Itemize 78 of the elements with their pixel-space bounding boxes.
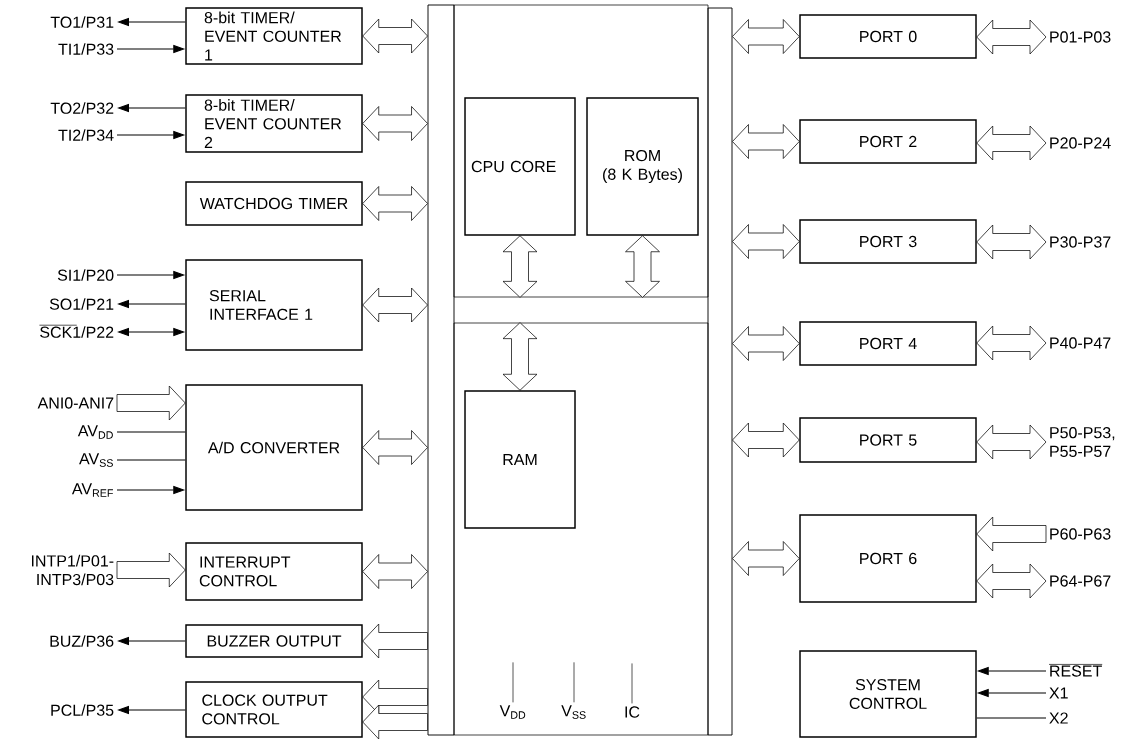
bus-arrow bbox=[362, 430, 428, 465]
pin-label: V$_{SS}$ bbox=[561, 705, 586, 719]
block-box: CPU CORE bbox=[464, 97, 576, 236]
block-box: RAM bbox=[464, 390, 576, 529]
pin-label: P40-P47 bbox=[1050, 337, 1111, 349]
pin-line bbox=[573, 662, 575, 703]
pin-label: V$_{DD}$ bbox=[499, 705, 526, 719]
bus-arrow bbox=[362, 554, 428, 589]
bus-arrow bbox=[976, 224, 1047, 260]
pin-label: P60-P63 bbox=[1050, 528, 1111, 540]
block-box: BUZZER OUTPUT bbox=[185, 624, 363, 658]
block-box: PORT 0 bbox=[799, 14, 977, 59]
pin-label: AV$_{DD}$ bbox=[77, 425, 113, 439]
pin-line bbox=[631, 663, 633, 704]
pin-label: AV$_{SS}$ bbox=[79, 453, 113, 467]
bus-arrow bbox=[976, 125, 1047, 161]
pin-label: SO1/P21 bbox=[49, 298, 114, 310]
bus-region bbox=[453, 4, 709, 298]
bus-arrow bbox=[976, 325, 1047, 361]
block-box: WATCHDOG TIMER bbox=[185, 181, 363, 226]
bus-bar bbox=[707, 7, 733, 736]
bus-arrow bbox=[362, 704, 428, 740]
pin-label: INTP1/P01- INTP3/P03 bbox=[31, 554, 114, 586]
pin-label: P64-P67 bbox=[1050, 575, 1111, 587]
block-box: PORT 3 bbox=[799, 219, 977, 264]
block-box: PORT 2 bbox=[799, 119, 977, 164]
bus-bar bbox=[427, 4, 455, 736]
pin-label: P30-P37 bbox=[1050, 236, 1111, 248]
pin-label: BUZ/P36 bbox=[50, 635, 114, 647]
bus-arrow bbox=[502, 235, 538, 298]
pin-label: P50-P53, P55-P57 bbox=[1050, 427, 1115, 457]
bus-arrow bbox=[362, 18, 428, 54]
bus-arrow bbox=[625, 235, 660, 298]
bus-arrow bbox=[362, 186, 428, 221]
bus-arrow bbox=[732, 224, 800, 259]
bus-arrow bbox=[976, 516, 1047, 552]
bus-arrow bbox=[362, 287, 428, 323]
block-box: 8-bit TIMER/ EVENT COUNTER 1 bbox=[185, 7, 363, 65]
pin-label: X1 bbox=[1049, 687, 1068, 699]
bus-arrow bbox=[116, 385, 186, 421]
pin-label: P20-P24 bbox=[1050, 137, 1111, 149]
bus-arrow bbox=[732, 326, 800, 361]
block-box: SERIAL INTERFACE 1 bbox=[185, 259, 363, 351]
bus-arrow bbox=[732, 19, 800, 54]
bus-arrow bbox=[732, 422, 800, 458]
pin-label: TI2/P34 bbox=[58, 129, 114, 141]
pin-label: P01-P03 bbox=[1050, 31, 1111, 43]
block-box: PORT 4 bbox=[799, 321, 977, 366]
block-box: ROM (8 K Bytes) bbox=[586, 97, 699, 236]
block-box: PORT 5 bbox=[799, 417, 977, 463]
pin-line bbox=[512, 662, 514, 703]
pin-label: IC bbox=[625, 706, 640, 718]
bus-region bbox=[453, 322, 709, 736]
pin-label: TI1/P33 bbox=[58, 43, 114, 55]
pin-label: SI1/P20 bbox=[57, 269, 114, 281]
bus-arrow bbox=[362, 623, 428, 659]
block-box: A/D CONVERTER bbox=[185, 384, 363, 511]
bus-arrow bbox=[732, 124, 800, 159]
pin-label: TO1/P31 bbox=[50, 16, 114, 28]
pin-label: TO2/P32 bbox=[50, 102, 114, 114]
block-box: PORT 6 bbox=[799, 514, 977, 603]
pin-label: PCL/P35 bbox=[51, 704, 114, 716]
pin-label: RESET bbox=[1050, 665, 1102, 677]
pin-label: SCK1/P22 bbox=[40, 326, 114, 338]
bus-arrow bbox=[732, 541, 800, 576]
pin-label: ANI0-ANI7 bbox=[37, 397, 114, 409]
block-box: SYSTEM CONTROL bbox=[799, 650, 977, 738]
bus-arrow bbox=[976, 424, 1047, 460]
pin-label: AV$_{REF}$ bbox=[71, 483, 113, 497]
bus-arrow bbox=[116, 552, 186, 588]
bus-arrow bbox=[362, 106, 428, 141]
bus-arrow bbox=[976, 19, 1047, 55]
block-box: CLOCK OUTPUT CONTROL bbox=[185, 681, 363, 738]
block-box: INTERRUPT CONTROL bbox=[185, 542, 363, 601]
bus-arrow bbox=[502, 322, 538, 391]
bus-arrow bbox=[976, 563, 1047, 599]
pin-label: X2 bbox=[1049, 712, 1068, 724]
block-box: 8-bit TIMER/ EVENT COUNTER 2 bbox=[185, 94, 363, 153]
